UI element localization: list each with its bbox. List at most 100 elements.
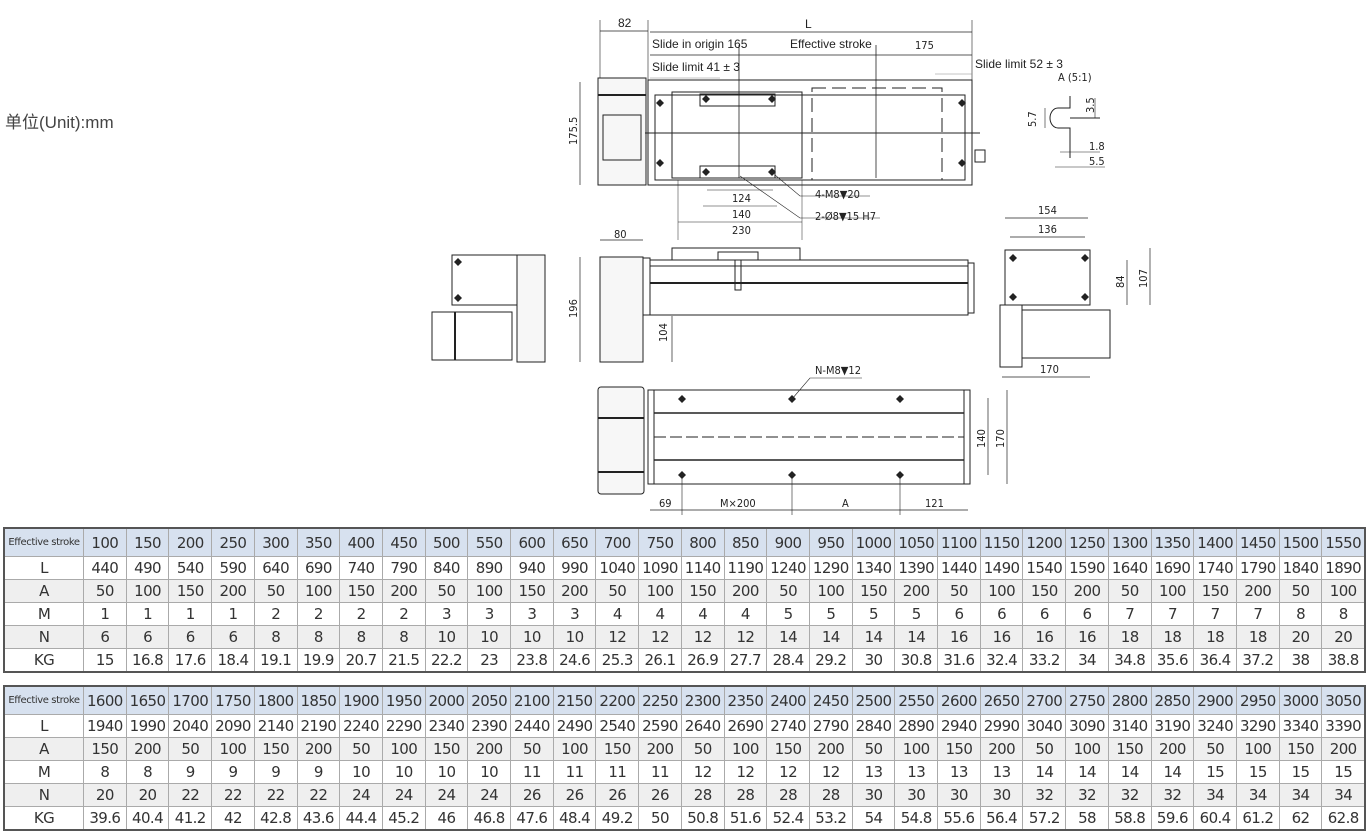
table-cell: 1500 [1278, 527, 1323, 557]
table-cell: 750 [638, 527, 682, 557]
mounting-holes [454, 95, 1089, 479]
table-cell: 150 [168, 579, 213, 603]
table-cell: 2 [381, 602, 426, 626]
table-cell: 2090 [211, 714, 255, 738]
table-cell: 5 [808, 602, 853, 626]
table-cell: 62.8 [1321, 806, 1366, 831]
table-cell: 28 [723, 783, 768, 807]
table-cell: 1490 [979, 556, 1024, 580]
row-label: Effective stroke [3, 685, 84, 715]
table-cell: 3050 [1321, 685, 1366, 715]
table-cell: 200 [211, 579, 255, 603]
table-cell: 5 [894, 602, 939, 626]
table-cell: 19.1 [253, 648, 298, 673]
table-cell: 6 [211, 625, 255, 649]
table-cell: 100 [638, 579, 682, 603]
row-label: L [3, 556, 84, 580]
table-cell: 2450 [808, 685, 853, 715]
table-cell: 11 [595, 760, 640, 784]
table-cell: 26 [638, 783, 682, 807]
table-cell: 6 [125, 625, 170, 649]
table-cell: 38 [1278, 648, 1323, 673]
table-cell: 16 [937, 625, 981, 649]
table-cell: 440 [83, 556, 127, 580]
table-cell: 50 [638, 806, 682, 831]
table-cell: 200 [125, 737, 170, 761]
table-cell: 14 [1065, 760, 1109, 784]
hole-n-m8-label: N-M8▼12 [815, 364, 861, 377]
table-cell: 7 [1193, 602, 1237, 626]
table-cell: 1690 [1150, 556, 1195, 580]
table-cell: 900 [766, 527, 810, 557]
table-cell: 550 [467, 527, 512, 557]
table-cell: 100 [1065, 737, 1109, 761]
table-cell: 6 [1065, 602, 1109, 626]
table-cell: 2240 [339, 714, 383, 738]
table-cell: 12 [723, 760, 768, 784]
table-cell: 1390 [894, 556, 939, 580]
table-cell: 1340 [851, 556, 896, 580]
table-cell: 500 [424, 527, 469, 557]
table-cell: 2400 [766, 685, 810, 715]
table-cell: 150 [595, 737, 640, 761]
table-cell: 2800 [1107, 685, 1152, 715]
table-cell: 940 [510, 556, 554, 580]
table-cell: 1550 [1321, 527, 1366, 557]
table-cell: 200 [1065, 579, 1109, 603]
table-cell: 200 [894, 579, 939, 603]
table-cell: 3190 [1150, 714, 1195, 738]
table-cell: 990 [552, 556, 597, 580]
table-cell: 32 [1022, 783, 1067, 807]
table-cell: 13 [979, 760, 1024, 784]
hole-marker [1009, 293, 1017, 301]
table-cell: 150 [339, 579, 383, 603]
table-cell: 7 [1150, 602, 1195, 626]
table-cell: 150 [1107, 737, 1152, 761]
table-cell: 30 [894, 783, 939, 807]
table-cell: 850 [723, 527, 768, 557]
table-cell: 100 [552, 737, 597, 761]
table-cell: 600 [510, 527, 554, 557]
table-cell: 28.4 [766, 648, 810, 673]
table-cell: 2350 [723, 685, 768, 715]
table-cell: 34 [1321, 783, 1366, 807]
table-cell: 100 [83, 527, 127, 557]
table-cell: 2750 [1065, 685, 1109, 715]
table-cell: 22 [211, 783, 255, 807]
table-cell: 1750 [211, 685, 255, 715]
table-cell: 22 [253, 783, 298, 807]
table-cell: 14 [1022, 760, 1067, 784]
table-cell: 50 [680, 737, 725, 761]
table-cell: 55.6 [937, 806, 981, 831]
table-cell: 2690 [723, 714, 768, 738]
dim-136: 136 [1038, 223, 1057, 236]
table-cell: 100 [211, 737, 255, 761]
row-label: M [3, 602, 84, 626]
table-cell: 10 [510, 625, 554, 649]
table-cell: 1700 [168, 685, 213, 715]
table-cell: 31.6 [937, 648, 981, 673]
table-cell: 9 [253, 760, 298, 784]
table-cell: 7 [1107, 602, 1152, 626]
table-cell: 650 [552, 527, 597, 557]
table-cell: 61.2 [1235, 806, 1280, 831]
table-cell: 100 [1150, 579, 1195, 603]
hole-marker [768, 95, 776, 103]
hole-marker [656, 159, 664, 167]
dim-196: 196 [567, 299, 580, 318]
table-cell: 10 [467, 625, 512, 649]
table-cell: 1150 [979, 527, 1024, 557]
table-cell: 30 [851, 783, 896, 807]
table-cell: 2990 [979, 714, 1024, 738]
table-cell: 26.9 [680, 648, 725, 673]
table-cell: 19.9 [296, 648, 341, 673]
table-cell: 10 [552, 625, 597, 649]
table-cell: 50 [851, 737, 896, 761]
table-cell: 1900 [339, 685, 383, 715]
table-cell: 35.6 [1150, 648, 1195, 673]
